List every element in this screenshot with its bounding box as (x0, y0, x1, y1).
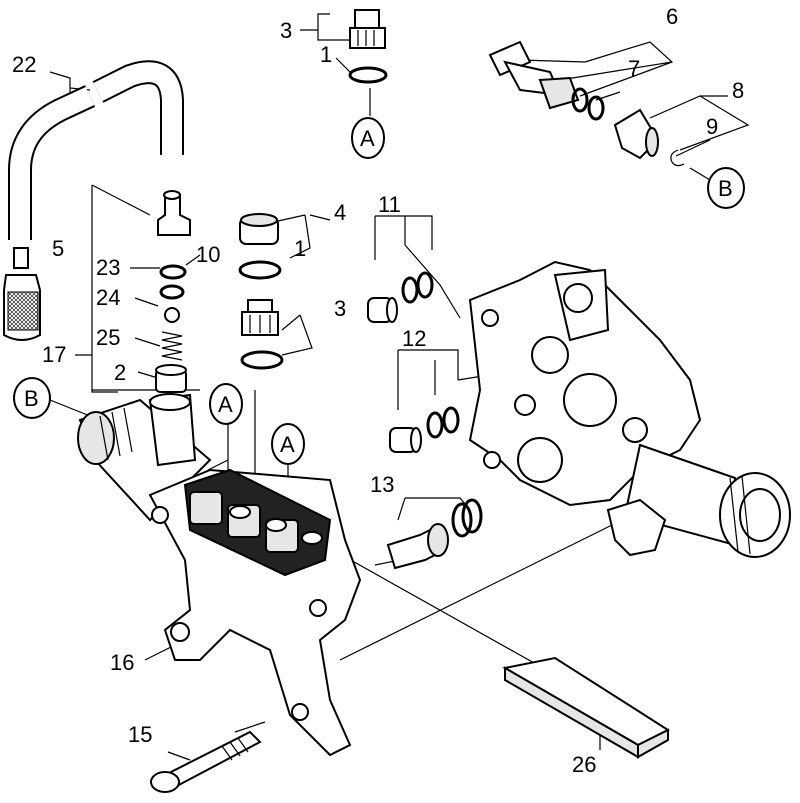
callout-1-top: 1 (320, 42, 332, 67)
unloader-part-13 (386, 498, 483, 570)
svg-text:A: A (280, 432, 295, 457)
callout-5: 5 (52, 236, 64, 261)
oring-part-23 (159, 284, 185, 300)
hose-part-22 (8, 60, 184, 240)
ref-bubble-b-right: B (707, 167, 745, 209)
valve-part-3-top (349, 9, 386, 49)
fitting-part-8 (613, 108, 660, 160)
callout-1-mid: 1 (294, 236, 306, 261)
svg-text:A: A (218, 392, 233, 417)
callout-12: 12 (402, 326, 426, 351)
sleeve-part-2 (155, 364, 187, 393)
callout-9: 9 (706, 114, 718, 139)
spring-part-25 (161, 331, 183, 361)
callout-11: 11 (378, 192, 401, 217)
callout-13: 13 (370, 472, 394, 497)
oring-part-3b (240, 350, 284, 370)
oring-part-10 (159, 264, 187, 280)
oring-part-1b (238, 260, 282, 280)
filter-part-5 (3, 247, 41, 341)
seal-part-11 (367, 271, 434, 323)
callout-17: 17 (42, 342, 66, 367)
ball-part-24 (164, 307, 180, 323)
svg-text:B: B (718, 176, 733, 201)
ref-bubble-a-left: A (209, 383, 243, 425)
pump-manifold-part-16 (77, 393, 362, 757)
oring-part-1a (348, 66, 388, 84)
valve-part-3-mid (241, 299, 279, 336)
ref-bubble-b-left: B (13, 377, 51, 419)
callout-4: 4 (334, 200, 346, 225)
callout-23: 23 (96, 255, 120, 280)
plate-part-26 (502, 656, 671, 759)
fitting-part-6 (488, 40, 605, 121)
callout-3-top: 3 (280, 18, 292, 43)
inlet-nipple-part (157, 190, 191, 236)
svg-text:B: B (24, 386, 39, 411)
callout-16: 16 (110, 650, 134, 675)
callout-10: 10 (196, 242, 220, 267)
callout-15: 15 (128, 722, 152, 747)
callout-25: 25 (96, 325, 120, 350)
cap-part-4 (239, 213, 279, 245)
callout-8: 8 (732, 78, 744, 103)
callout-6: 6 (666, 4, 678, 29)
pump-housing (468, 260, 791, 558)
svg-text:A: A (360, 126, 375, 151)
callout-2: 2 (114, 360, 126, 385)
ref-bubble-a-top: A (351, 117, 385, 159)
callout-26: 26 (572, 752, 596, 777)
callout-24: 24 (96, 285, 120, 310)
bolt-part-15 (150, 730, 262, 793)
clip-part-9 (670, 149, 685, 167)
callout-7: 7 (628, 56, 640, 81)
seal-part-12 (389, 406, 460, 453)
callout-3-mid: 3 (334, 296, 346, 321)
callout-22: 22 (12, 52, 36, 77)
ref-bubble-a-right: A (271, 423, 305, 465)
